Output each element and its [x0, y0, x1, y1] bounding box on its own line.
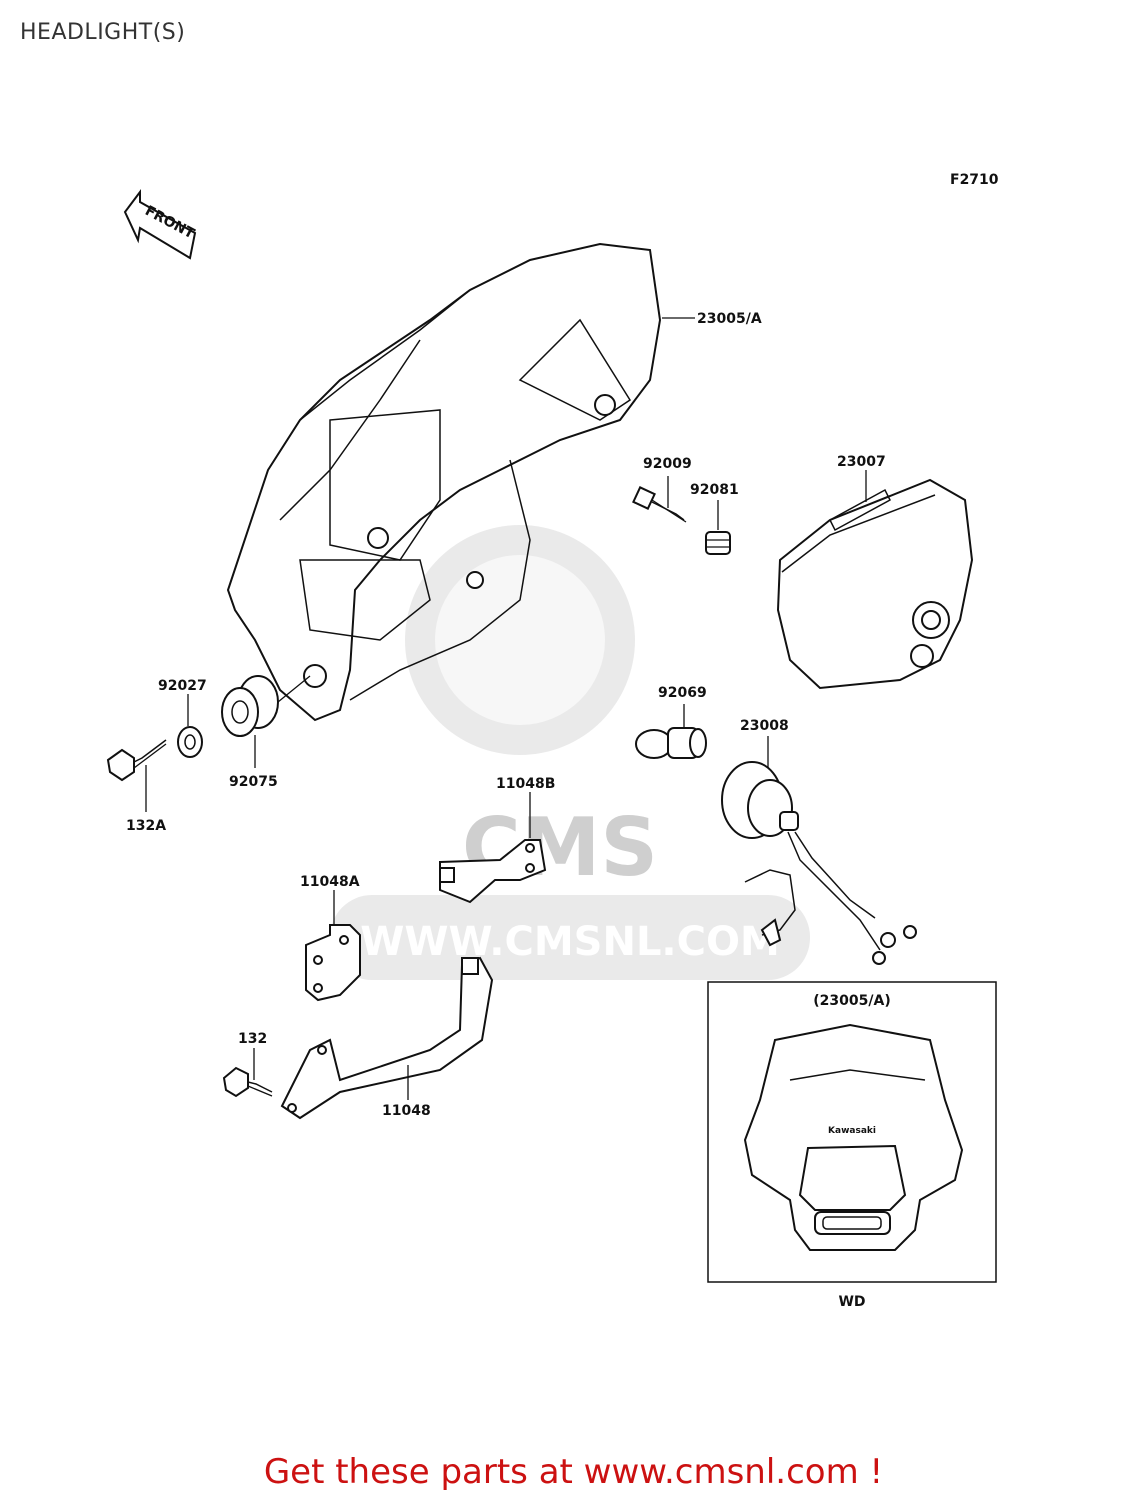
collar-92027-part	[177, 726, 203, 758]
label-92027: 92027	[158, 678, 207, 694]
label-23008: 23008	[740, 718, 789, 734]
stay-11048-part	[280, 956, 494, 1120]
grommet-92075-part	[221, 675, 311, 737]
label-11048: 11048	[382, 1103, 431, 1119]
inset-brand-logo: Kawasaki	[828, 1126, 876, 1136]
label-92069: 92069	[658, 685, 707, 701]
label-92009: 92009	[643, 456, 692, 472]
inset-box: (23005/A) Kawasaki	[707, 981, 997, 1283]
label-11048B: 11048B	[496, 776, 555, 792]
front-arrow-icon: FRONT	[123, 189, 197, 260]
bracket-11048A-part	[305, 924, 361, 1002]
inset-title: (23005/A)	[813, 993, 890, 1009]
bolt-132A-part	[106, 739, 167, 782]
label-132A: 132A	[126, 818, 166, 834]
headlight-unit-23007-part	[776, 478, 974, 690]
number-plate-headlight-icon: Kawasaki	[743, 1023, 964, 1251]
bolt-92009-part	[632, 486, 687, 523]
headlight-cover-part	[226, 242, 662, 722]
footer-cta[interactable]: Get these parts at www.cmsnl.com !	[263, 1452, 884, 1492]
watermark: CMS WWW.CMSNL.COM	[330, 525, 810, 980]
bolt-132-part	[222, 1066, 273, 1098]
label-92081: 92081	[690, 482, 739, 498]
label-11048A: 11048A	[300, 874, 360, 890]
label-92075: 92075	[229, 774, 278, 790]
bracket-11048B-part	[439, 839, 547, 904]
bulb-92069-part	[635, 727, 707, 759]
inset-caption: WD	[838, 1294, 865, 1310]
label-132: 132	[238, 1031, 267, 1047]
label-23005A: 23005/A	[697, 311, 762, 327]
figure-code: F2710	[950, 172, 999, 188]
socket-23008-part	[721, 761, 917, 965]
spring-92081-part	[705, 531, 731, 555]
page-title: HEADLIGHT(S)	[20, 20, 186, 45]
label-23007: 23007	[837, 454, 886, 470]
watermark-url: WWW.CMSNL.COM	[360, 919, 780, 965]
